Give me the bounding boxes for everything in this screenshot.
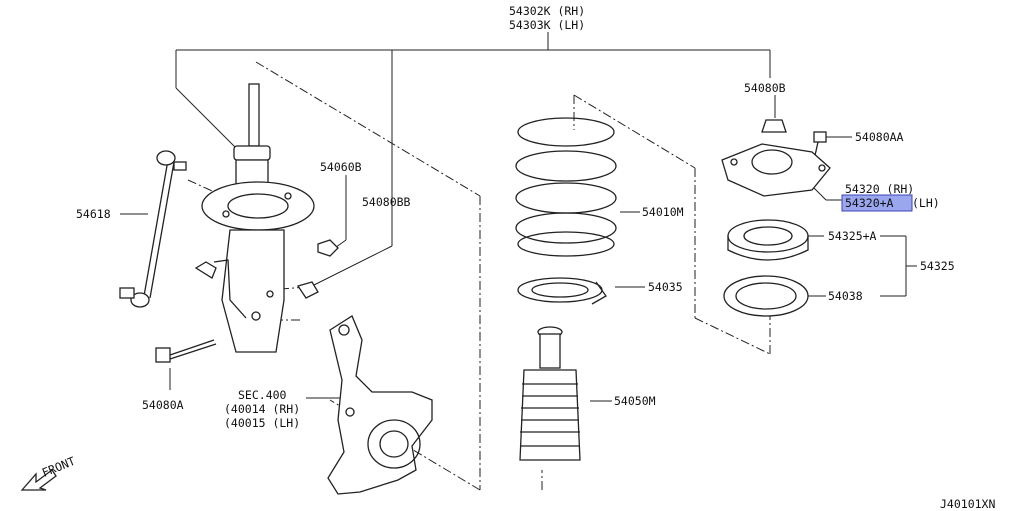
label-bearing[interactable]: 54325+A [828, 229, 877, 243]
label-spring-seat[interactable]: 54035 [648, 280, 683, 294]
mount-bearing [727, 219, 809, 261]
diagram-code: J40101XN [940, 497, 995, 511]
label-stabilizer-link[interactable]: 54618 [76, 207, 111, 221]
label-bumper[interactable]: 54050M [614, 394, 656, 408]
front-label: FRONT [40, 454, 77, 480]
label-knuckle-rh: (40014 (RH) [224, 402, 300, 416]
label-knuckle-lh: (40015 (LH) [224, 416, 300, 430]
label-bolt-mount[interactable]: 54080AA [855, 130, 904, 144]
label-spring[interactable]: 54010M [642, 205, 684, 219]
label-strut-rh[interactable]: 54302K (RH) [509, 4, 585, 18]
spring-seat [517, 277, 607, 305]
label-mount-lh-code[interactable]: 54320+A [845, 196, 894, 210]
front-arrow-icon [20, 469, 57, 491]
part-labels: 54302K (RH) 54303K (LH) 54080B 54080AA 5… [40, 4, 996, 511]
bearing-seat [723, 275, 809, 317]
strut-assembly [194, 83, 315, 353]
label-bearing-kit[interactable]: 54325 [920, 259, 955, 273]
bump-stop-boot [519, 326, 581, 461]
label-strut-lh[interactable]: 54303K (LH) [509, 18, 585, 32]
label-mount-lh-side: (LH) [912, 196, 940, 210]
stabilizer-link [119, 150, 187, 308]
strut-mount [721, 143, 831, 197]
label-sec[interactable]: SEC.400 [238, 388, 287, 402]
label-bolt-knuckle[interactable]: 54080A [142, 398, 184, 412]
fasteners [155, 119, 827, 363]
knuckle [327, 315, 433, 495]
label-mount-rh[interactable]: 54320 (RH) [845, 182, 914, 196]
label-nut-strut[interactable]: 54060B [320, 160, 362, 174]
label-nut-top[interactable]: 54080B [744, 81, 786, 95]
label-bolt-strut[interactable]: 54080BB [362, 195, 411, 209]
selected-part-highlight [841, 194, 913, 212]
coil-spring [515, 117, 617, 257]
label-bearing-seat[interactable]: 54038 [828, 289, 863, 303]
